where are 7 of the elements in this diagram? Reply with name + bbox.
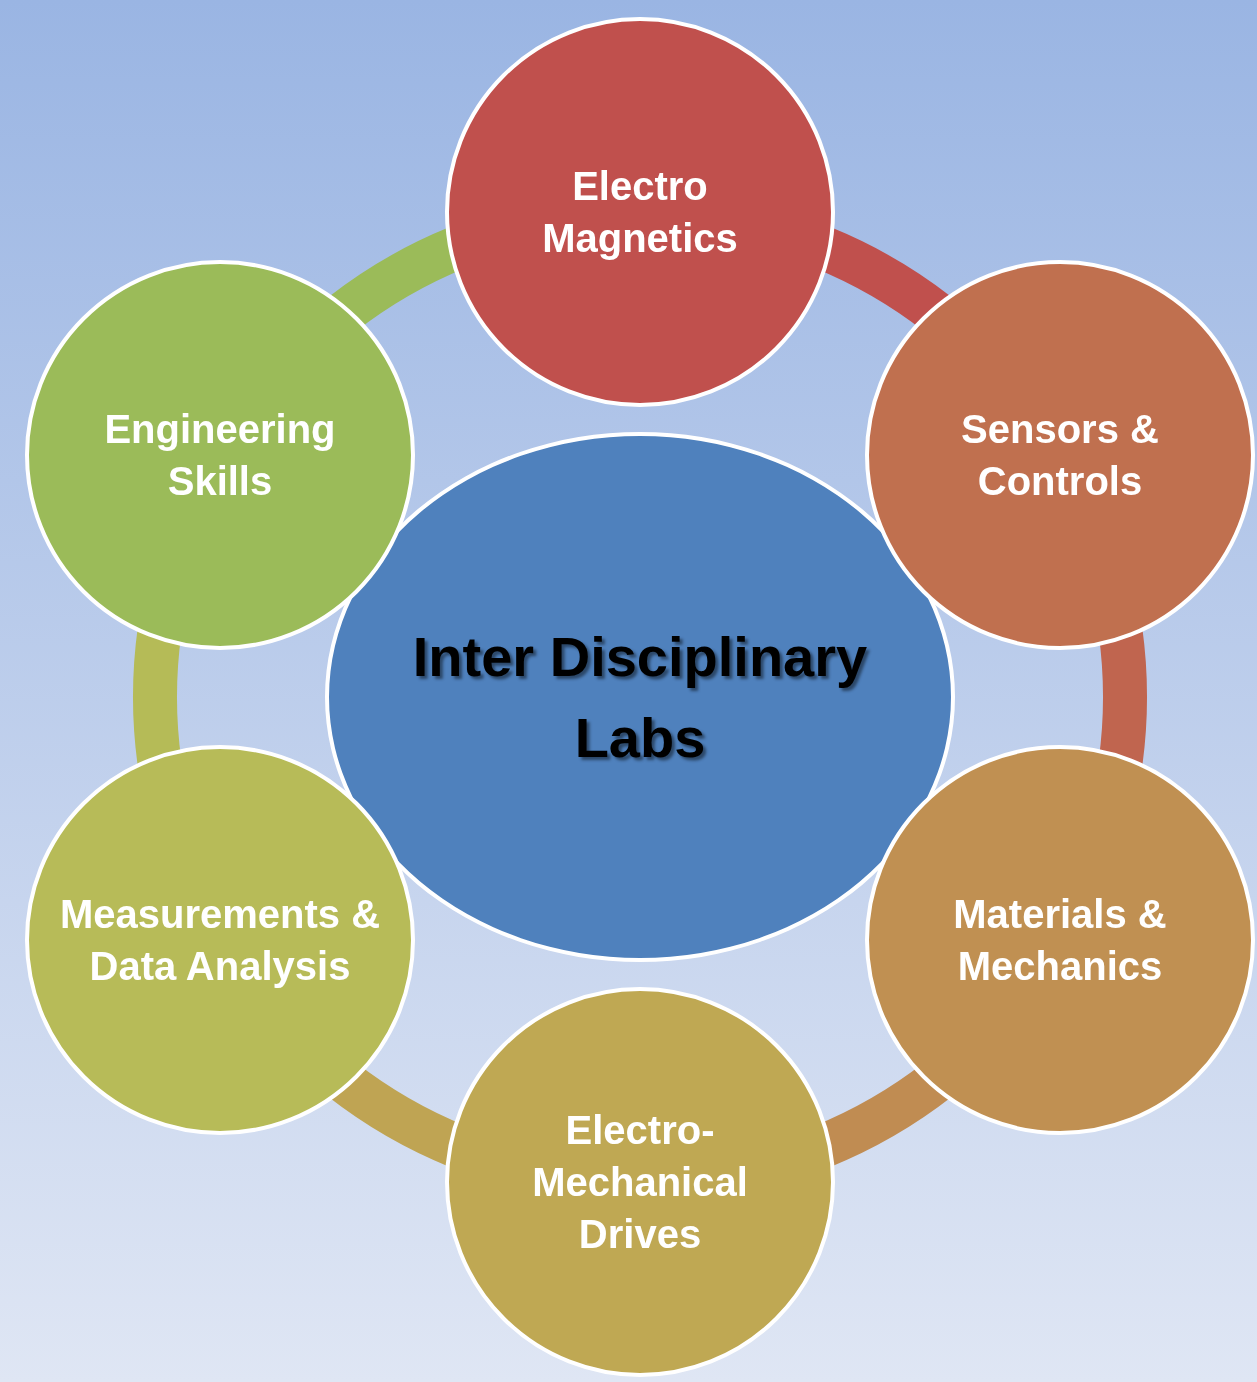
- topic-label: Electro Magnetics: [541, 163, 739, 262]
- topic-label: Electro-Mechanical Drives: [531, 1107, 749, 1258]
- hub-title: Inter Disciplinary Labs: [411, 623, 869, 771]
- topic-label: Materials & Mechanics: [952, 890, 1168, 990]
- topic-label: Sensors & Controls: [960, 405, 1160, 505]
- topic-label: Engineering Skills: [103, 405, 337, 505]
- topic-label: Measurements & Data Analysis: [58, 890, 382, 990]
